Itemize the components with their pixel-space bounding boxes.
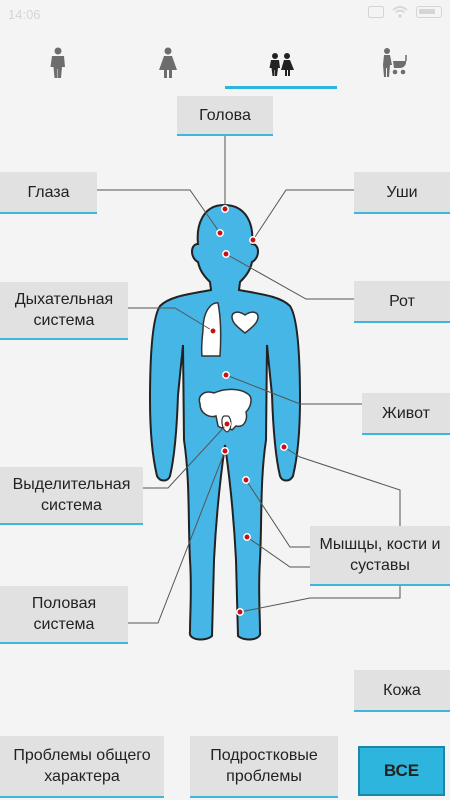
label-stomach[interactable]: Живот [362,393,450,435]
tab-selected-indicator [225,86,337,89]
label-eyes[interactable]: Глаза [0,172,97,214]
tab-man[interactable] [2,36,114,90]
child-silhouette [148,203,302,641]
all-button[interactable]: ВСЕ [358,746,445,796]
label-mouth[interactable]: Рот [354,281,450,323]
status-time: 14:06 [8,7,41,22]
label-skin[interactable]: Кожа [354,670,450,712]
wifi-icon [392,6,408,18]
label-ears[interactable]: Уши [354,172,450,214]
man-icon [50,47,65,78]
hotspots [209,205,288,616]
battery-icon [416,6,442,18]
sim-icon [368,6,384,18]
tab-woman[interactable] [112,36,224,90]
general-problems-button[interactable]: Проблемы общего характера [0,736,164,798]
label-musculoskeletal[interactable]: Мышцы, кости и суставы [310,526,450,586]
label-reproductive[interactable]: Половая система [0,586,128,644]
label-head[interactable]: Голова [177,96,273,136]
tab-bar [0,36,450,92]
tab-children[interactable] [225,36,337,90]
label-excretory[interactable]: Выделительная система [0,467,143,525]
label-respiratory[interactable]: Дыхательная система [0,282,128,340]
tab-baby[interactable] [338,36,450,90]
children-icon [269,53,294,76]
baby-stroller-icon [383,48,407,77]
woman-icon [159,47,177,78]
teen-problems-button[interactable]: Подростковые проблемы [190,736,338,798]
status-bar: 14:06 [0,0,450,30]
